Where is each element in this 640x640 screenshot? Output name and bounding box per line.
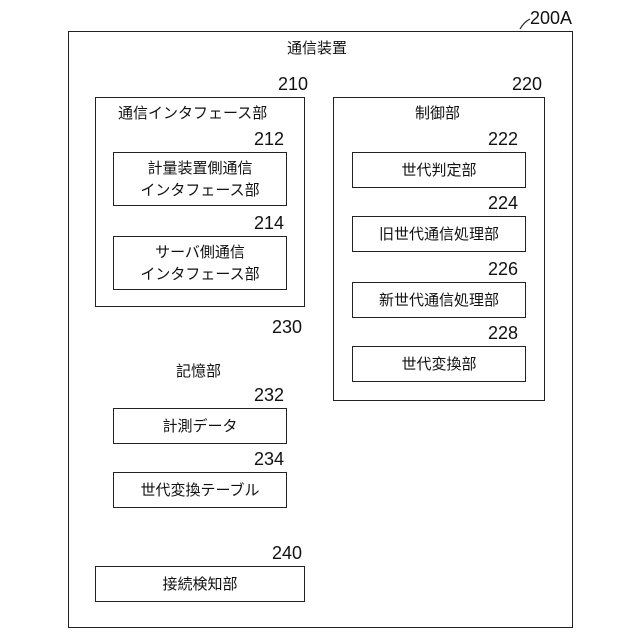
generation-judge-box: 世代判定部 (352, 152, 526, 188)
meter-side-line1: 計量装置側通信 (147, 157, 252, 179)
server-side-line2: インタフェース部 (140, 263, 259, 285)
server-side-interface-box: サーバ側通信 インタフェース部 (113, 236, 287, 290)
storage-title: 記憶部 (176, 364, 221, 379)
new-gen-comm-ref: 226 (488, 260, 518, 278)
gen-convert-label: 世代変換部 (401, 353, 476, 375)
comm-interface-ref: 210 (278, 75, 308, 93)
gen-table-box: 世代変換テーブル (113, 472, 287, 508)
meter-side-ref: 212 (254, 130, 284, 148)
device-title: 通信装置 (287, 41, 347, 56)
control-title: 制御部 (415, 106, 460, 121)
measurement-data-box: 計測データ (113, 408, 287, 444)
control-ref: 220 (512, 75, 542, 93)
connection-detect-ref: 240 (272, 544, 302, 562)
server-side-ref: 214 (254, 214, 284, 232)
new-gen-comm-label: 新世代通信処理部 (379, 289, 499, 311)
measurement-data-label: 計測データ (162, 415, 237, 437)
connection-detect-label: 接続検知部 (162, 573, 237, 595)
leader-200A (520, 19, 530, 29)
storage-ref: 230 (272, 318, 302, 336)
old-gen-comm-ref: 224 (488, 194, 518, 212)
meter-side-line2: インタフェース部 (140, 179, 259, 201)
connection-detect-box: 接続検知部 (95, 566, 305, 602)
old-gen-comm-label: 旧世代通信処理部 (379, 223, 499, 245)
server-side-line1: サーバ側通信 (155, 241, 245, 263)
gen-table-ref: 234 (254, 450, 284, 468)
meter-side-interface-box: 計量装置側通信 インタフェース部 (113, 152, 287, 206)
generation-judge-ref: 222 (488, 130, 518, 148)
old-gen-comm-box: 旧世代通信処理部 (352, 216, 526, 252)
new-gen-comm-box: 新世代通信処理部 (352, 282, 526, 318)
device-ref: 200A (530, 9, 572, 27)
measurement-data-ref: 232 (254, 386, 284, 404)
gen-convert-ref: 228 (488, 324, 518, 342)
comm-interface-title: 通信インタフェース部 (118, 106, 267, 121)
generation-judge-label: 世代判定部 (401, 159, 476, 181)
gen-table-label: 世代変換テーブル (140, 479, 259, 501)
gen-convert-box: 世代変換部 (352, 346, 526, 382)
